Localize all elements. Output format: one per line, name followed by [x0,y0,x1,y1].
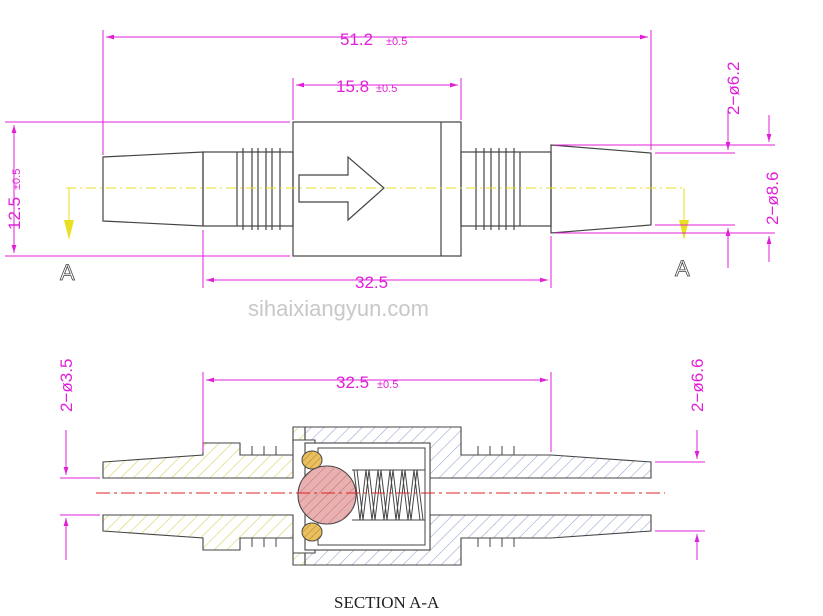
dim-body-length [292,78,462,120]
dim-between-bottom-value: 32.5 [336,373,369,392]
dim-between-bottom-tol: ±0.5 [377,379,398,391]
dim-height-tol: ±0.5 [11,169,23,190]
section-right-grooves [477,446,515,547]
dim-overall-tol: ±0.5 [386,36,407,48]
flow-arrow [298,155,385,222]
right-barb-tip [550,144,652,234]
spring [352,469,425,521]
section-left-grooves [239,443,277,550]
dim-between-bottom [202,372,552,452]
dim-height-left [5,121,290,257]
valve-body [292,121,462,257]
dim-between-top-value: 32.5 [355,273,388,292]
dim-overall-value: 51.2 [340,30,373,49]
dim-dia-outer-value: 2−ø6.2 [724,62,743,115]
dim-dia-barb-value: 2−ø8.6 [763,172,782,225]
dim-dia-bottom-right-value: 2−ø6.6 [688,359,707,412]
watermark: sihaixiangyun.com [248,296,429,321]
dim-between-top [202,230,552,288]
section-view [102,426,652,566]
dim-body-tol: ±0.5 [376,83,397,95]
section-mark-right: A [675,256,690,281]
dim-dia-right-barb [555,115,775,262]
top-view [102,121,652,257]
right-grooves [475,148,521,230]
section-mark-left: A [60,260,75,285]
section-arrow-left [64,188,74,240]
dim-overall-length [102,30,652,155]
dim-height-value: 12.5 [5,197,24,230]
dim-dia-bottom-left [60,430,100,560]
section-arrow-right [679,188,689,240]
left-grooves [236,148,281,230]
dim-dia-bottom-right [655,430,705,560]
left-barb-tip [102,151,204,227]
dim-dia-bottom-left-value: 2−ø3.5 [57,359,76,412]
section-title: SECTION A-A [334,593,440,612]
dim-body-value: 15.8 [336,77,369,96]
dim-dia-right-outer [655,110,735,268]
